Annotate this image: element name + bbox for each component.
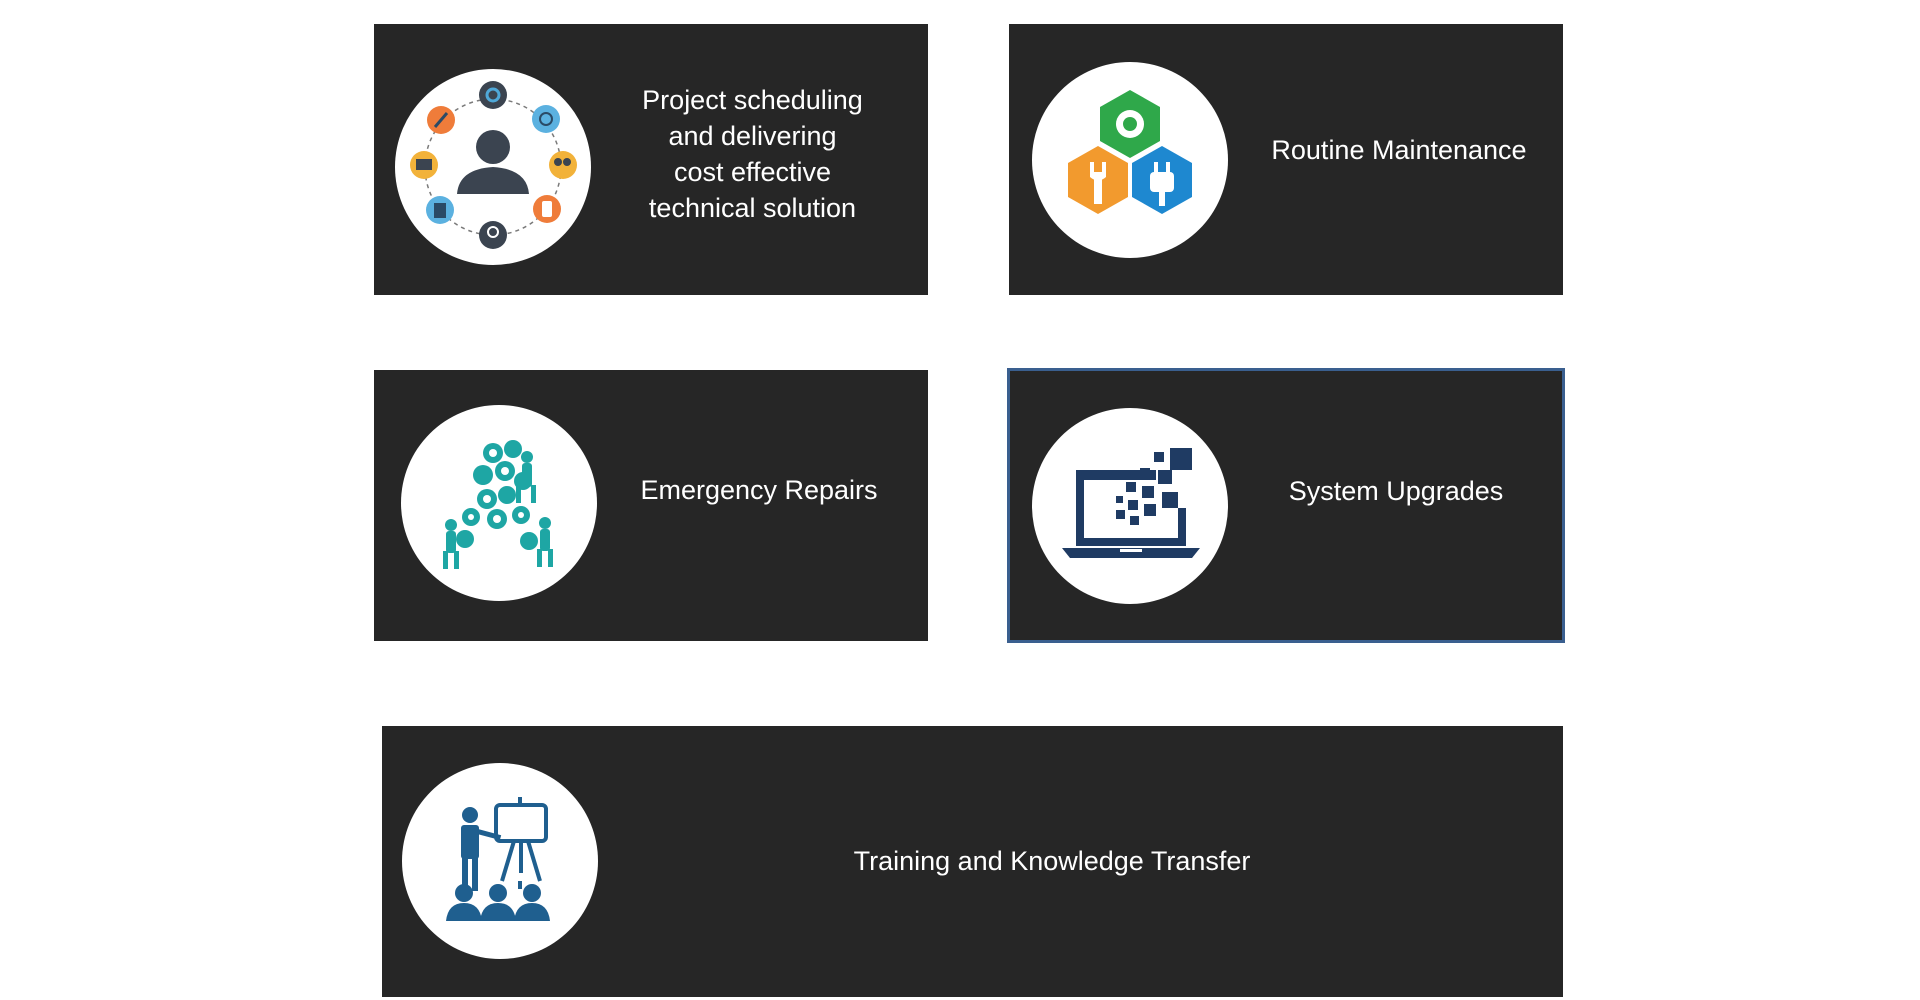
card-project-scheduling[interactable]: Project scheduling and delivering cost e… [374,24,928,295]
maintenance-hexagons-icon [1032,62,1228,258]
card-routine-maintenance[interactable]: Routine Maintenance [1009,24,1563,295]
card-label: Project scheduling and delivering cost e… [642,85,863,223]
card-training[interactable]: Training and Knowledge Transfer [382,726,1563,997]
gears-teamwork-icon [401,405,597,601]
card-label: Training and Knowledge Transfer [853,846,1251,876]
card-label: Emergency Repairs [640,475,878,505]
presentation-training-icon [402,763,598,959]
laptop-upgrade-icon [1032,408,1228,604]
card-emergency-repairs[interactable]: Emergency Repairs [374,370,928,641]
team-management-icon [395,69,591,265]
card-label: Routine Maintenance [1271,135,1527,165]
card-system-upgrades[interactable]: System Upgrades [1007,368,1565,643]
card-label: System Upgrades [1288,476,1504,506]
